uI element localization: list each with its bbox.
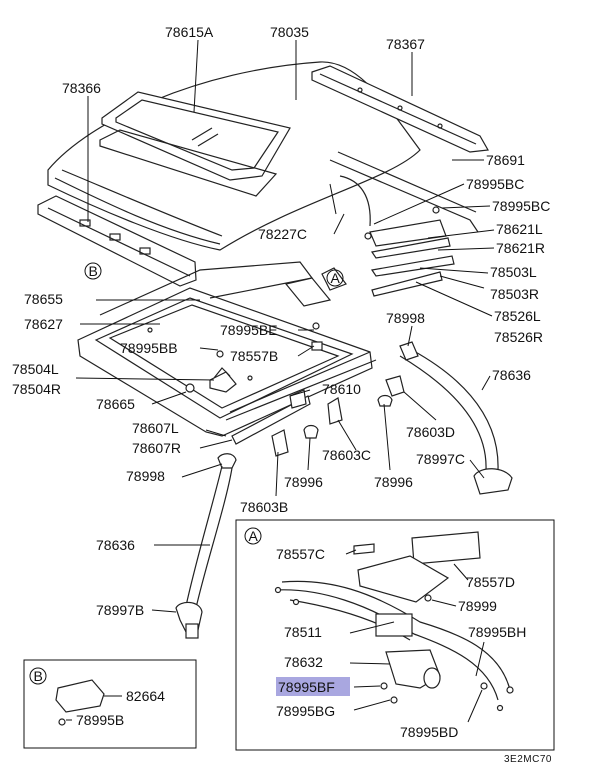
detail-box-a — [235, 519, 555, 751]
label-78636-left[interactable]: 78636 — [96, 537, 135, 553]
label-78995BF[interactable]: 78995BF — [278, 679, 335, 695]
label-78503L[interactable]: 78503L — [490, 264, 537, 280]
label-78557C[interactable]: 78557C — [276, 546, 325, 562]
label-78610[interactable]: 78610 — [322, 381, 361, 397]
label-78367[interactable]: 78367 — [386, 36, 425, 52]
label-78603C[interactable]: 78603C — [322, 447, 371, 463]
label-78227C[interactable]: 78227C — [258, 226, 307, 242]
deflector-78366 — [37, 195, 197, 287]
label-78996-1[interactable]: 78996 — [284, 474, 323, 490]
label-78621L[interactable]: 78621L — [496, 221, 543, 237]
label-78615A[interactable]: 78615A — [165, 24, 214, 40]
leader-lines — [66, 39, 495, 723]
label-78603D[interactable]: 78603D — [406, 424, 455, 440]
label-78995BG[interactable]: 78995BG — [276, 703, 335, 719]
label-78655[interactable]: 78655 — [24, 291, 63, 307]
label-78996-2[interactable]: 78996 — [374, 474, 413, 490]
tray-78607 — [231, 395, 311, 445]
label-78607L[interactable]: 78607L — [132, 420, 179, 436]
label-78998-left[interactable]: 78998 — [126, 468, 165, 484]
channel-78691 — [329, 151, 479, 233]
drain-hose-right — [399, 341, 513, 495]
label-78995BC-1[interactable]: 78995BC — [466, 176, 524, 192]
callout-b1: B — [89, 263, 98, 279]
label-78627[interactable]: 78627 — [24, 316, 63, 332]
label-82664[interactable]: 82664 — [126, 688, 165, 704]
callout-b2: B — [34, 668, 43, 684]
label-78503R[interactable]: 78503R — [490, 286, 539, 302]
glass-panel — [99, 91, 291, 197]
label-78526R[interactable]: 78526R — [494, 329, 543, 345]
label-78997C[interactable]: 78997C — [416, 451, 465, 467]
label-78995BC-2[interactable]: 78995BC — [492, 198, 550, 214]
label-78995BE[interactable]: 78995BE — [220, 322, 278, 338]
detail-box-b — [23, 659, 197, 749]
label-78632[interactable]: 78632 — [284, 654, 323, 670]
label-78504L[interactable]: 78504L — [12, 361, 59, 377]
diagram-code: 3E2MC70 — [504, 754, 552, 765]
label-78999[interactable]: 78999 — [458, 598, 497, 614]
label-78603B[interactable]: 78603B — [240, 499, 288, 515]
detail-a-parts — [274, 531, 514, 712]
label-78995BH[interactable]: 78995BH — [468, 624, 526, 640]
drain-hose-left — [175, 465, 233, 639]
label-78998-top[interactable]: 78998 — [386, 310, 425, 326]
label-78691[interactable]: 78691 — [486, 152, 525, 168]
callout-a1: A — [331, 270, 341, 286]
label-78995BB[interactable]: 78995BB — [120, 340, 178, 356]
label-78997B[interactable]: 78997B — [96, 602, 144, 618]
label-78035[interactable]: 78035 — [270, 24, 309, 40]
label-78504R[interactable]: 78504R — [12, 381, 61, 397]
label-78526L[interactable]: 78526L — [494, 308, 541, 324]
callouts: B A A B — [29, 262, 344, 685]
label-78607R[interactable]: 78607R — [132, 440, 181, 456]
rail-78367 — [311, 65, 489, 153]
label-78665[interactable]: 78665 — [96, 396, 135, 412]
label-78557D[interactable]: 78557D — [466, 574, 515, 590]
label-78621R[interactable]: 78621R — [496, 240, 545, 256]
label-78511[interactable]: 78511 — [284, 624, 322, 640]
label-78557B[interactable]: 78557B — [230, 348, 278, 364]
label-78366[interactable]: 78366 — [62, 80, 101, 96]
label-78636-right[interactable]: 78636 — [492, 367, 531, 383]
detail-b-parts — [55, 679, 105, 726]
highlight-78995BF — [276, 677, 350, 696]
label-78995BD[interactable]: 78995BD — [400, 724, 458, 740]
callout-a2: A — [249, 528, 259, 544]
label-78995B[interactable]: 78995B — [76, 712, 124, 728]
part-labels: 78615A 78035 78367 78366 78691 78995BC 7… — [12, 24, 552, 765]
